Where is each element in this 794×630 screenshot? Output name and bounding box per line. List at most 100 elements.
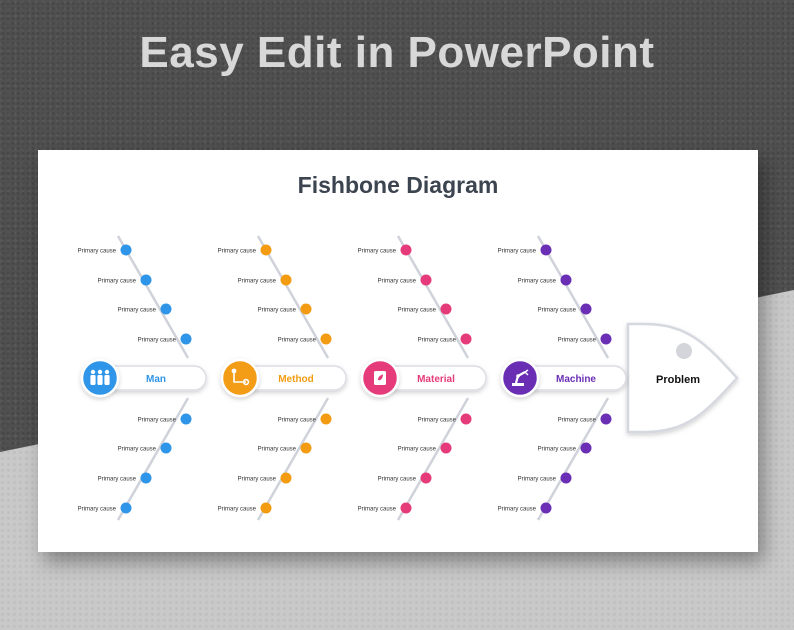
cause-dot [260, 244, 272, 256]
primary-cause[interactable]: Primary cause [98, 472, 152, 484]
cause-dot [120, 502, 132, 514]
cause-label: Primary cause [538, 447, 577, 453]
primary-cause[interactable]: Primary cause [538, 303, 592, 315]
primary-cause[interactable]: Primary cause [118, 303, 172, 315]
cause-label: Primary cause [518, 279, 557, 285]
cause-dot [440, 442, 452, 454]
primary-cause[interactable]: Primary cause [358, 244, 412, 256]
headline: Easy Edit in PowerPoint [139, 28, 655, 77]
cause-label: Primary cause [538, 308, 577, 314]
cause-dot [580, 442, 592, 454]
cause-label: Primary cause [238, 279, 277, 285]
cause-dot [540, 502, 552, 514]
cause-label: Primary cause [118, 308, 157, 314]
cause-label: Primary cause [418, 338, 457, 344]
slide-title: Fishbone Diagram [297, 172, 499, 198]
cause-dot [420, 274, 432, 286]
cause-label: Primary cause [78, 249, 117, 255]
primary-cause[interactable]: Primary cause [518, 472, 572, 484]
cause-label: Primary cause [218, 249, 257, 255]
spine-lower [116, 397, 190, 521]
cause-label: Primary cause [258, 308, 297, 314]
spine-lower [256, 397, 330, 521]
cause-label: Primary cause [118, 447, 157, 453]
cause-dot [300, 303, 312, 315]
cause-dot [540, 244, 552, 256]
spine-upper [536, 235, 610, 359]
cause-label: Primary cause [518, 477, 557, 483]
category-label: Material [417, 374, 455, 385]
cause-label: Primary cause [98, 279, 137, 285]
primary-cause[interactable]: Primary cause [138, 333, 192, 345]
primary-cause[interactable]: Primary cause [258, 303, 312, 315]
cause-dot [320, 333, 332, 345]
category-label: Machine [556, 374, 596, 385]
primary-cause[interactable]: Primary cause [238, 472, 292, 484]
cause-dot [580, 303, 592, 315]
cause-label: Primary cause [78, 507, 117, 513]
primary-cause[interactable]: Primary cause [238, 274, 292, 286]
primary-cause[interactable]: Primary cause [398, 442, 452, 454]
cause-label: Primary cause [258, 447, 297, 453]
cause-label: Primary cause [398, 308, 437, 314]
cause-label: Primary cause [278, 338, 317, 344]
primary-cause[interactable]: Primary cause [78, 244, 132, 256]
primary-cause[interactable]: Primary cause [498, 244, 552, 256]
primary-cause[interactable]: Primary cause [358, 502, 412, 514]
spine-lower [396, 397, 470, 521]
cause-dot [260, 502, 272, 514]
cause-dot [400, 502, 412, 514]
cause-dot [160, 442, 172, 454]
fish-eye [676, 343, 692, 359]
cause-label: Primary cause [138, 338, 177, 344]
people-icon [90, 369, 110, 385]
cause-label: Primary cause [558, 418, 597, 424]
primary-cause[interactable]: Primary cause [218, 502, 272, 514]
primary-cause[interactable]: Primary cause [118, 442, 172, 454]
cause-label: Primary cause [358, 249, 397, 255]
cause-dot [180, 333, 192, 345]
primary-cause[interactable]: Primary cause [418, 413, 472, 425]
category-icon-circle [500, 358, 540, 398]
primary-cause[interactable]: Primary cause [538, 442, 592, 454]
primary-cause[interactable]: Primary cause [78, 502, 132, 514]
cause-label: Primary cause [378, 477, 417, 483]
cause-label: Primary cause [98, 477, 137, 483]
primary-cause[interactable]: Primary cause [218, 244, 272, 256]
primary-cause[interactable]: Primary cause [378, 472, 432, 484]
primary-cause[interactable]: Primary cause [98, 274, 152, 286]
primary-cause[interactable]: Primary cause [258, 442, 312, 454]
spine-upper [116, 235, 190, 359]
primary-cause[interactable]: Primary cause [378, 274, 432, 286]
primary-cause[interactable]: Primary cause [138, 413, 192, 425]
cause-dot [140, 274, 152, 286]
cause-dot [600, 333, 612, 345]
primary-cause[interactable]: Primary cause [518, 274, 572, 286]
cause-label: Primary cause [358, 507, 397, 513]
cause-label: Primary cause [558, 338, 597, 344]
cause-label: Primary cause [498, 507, 537, 513]
category-label: Method [278, 374, 314, 385]
primary-cause[interactable]: Primary cause [398, 303, 452, 315]
cause-dot [300, 442, 312, 454]
primary-cause[interactable]: Primary cause [498, 502, 552, 514]
cause-dot [440, 303, 452, 315]
cause-label: Primary cause [138, 418, 177, 424]
primary-cause[interactable]: Primary cause [278, 333, 332, 345]
fish-head [626, 322, 739, 434]
primary-cause[interactable]: Primary cause [278, 413, 332, 425]
primary-cause[interactable]: Primary cause [418, 333, 472, 345]
cause-dot [180, 413, 192, 425]
primary-cause[interactable]: Primary cause [558, 413, 612, 425]
head-label: Problem [656, 374, 700, 386]
primary-cause[interactable]: Primary cause [558, 333, 612, 345]
cause-dot [120, 244, 132, 256]
cause-label: Primary cause [418, 418, 457, 424]
cause-dot [560, 472, 572, 484]
cause-label: Primary cause [378, 279, 417, 285]
spine-lower [536, 397, 610, 521]
cause-dot [280, 472, 292, 484]
